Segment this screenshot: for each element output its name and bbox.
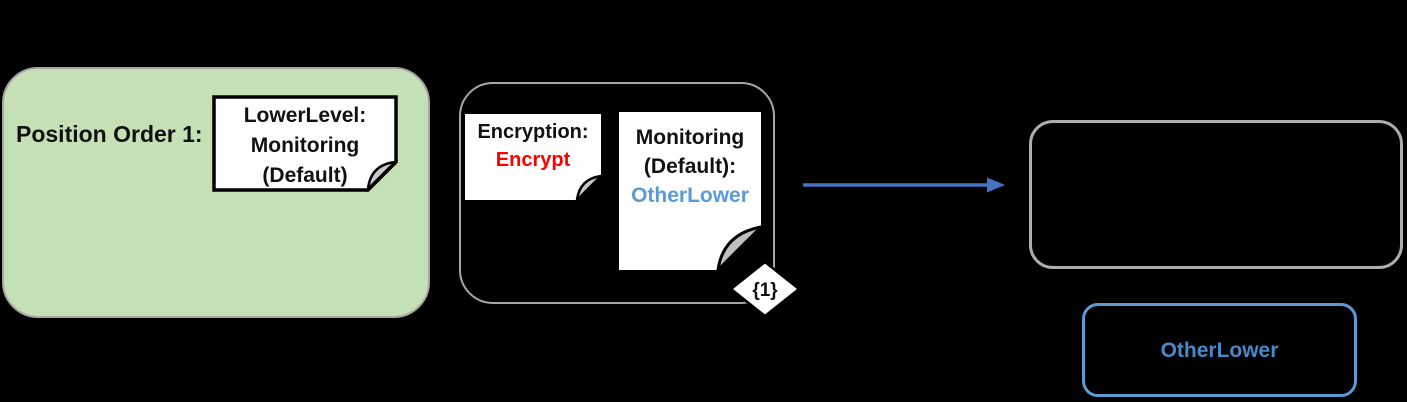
folded-note-shape-icon: [463, 112, 603, 202]
note-line: (Default):: [643, 155, 737, 178]
monitoring-note: Monitoring (Default): OtherLower: [617, 110, 763, 272]
folded-note-shape-icon: [212, 95, 398, 192]
right-arrow-icon: [803, 177, 1005, 193]
note-line: Encryption:: [477, 121, 589, 143]
note-line: Monitoring: [635, 126, 745, 149]
note-line: (Default): [262, 164, 348, 187]
badge-label: {1}: [752, 280, 778, 301]
note-value: OtherLower: [631, 184, 749, 207]
lowerlevel-note: LowerLevel: Monitoring (Default): [212, 95, 398, 192]
result-group: [1029, 120, 1403, 269]
encryption-note-text: Encryption: Encrypt: [463, 118, 603, 174]
folded-note-shape-icon: [617, 110, 763, 272]
encryption-note: Encryption: Encrypt: [463, 112, 603, 202]
note-line: Monitoring: [250, 134, 360, 157]
note-line: LowerLevel:: [243, 104, 367, 127]
position-order-label: Position Order 1:: [16, 121, 203, 147]
monitoring-note-text: Monitoring (Default): OtherLower: [617, 123, 763, 210]
annotation-diamond-badge: {1}: [729, 260, 801, 318]
note-value: Encrypt: [495, 149, 571, 171]
encryption-monitoring-group: [459, 82, 775, 304]
lowerlevel-note-text: LowerLevel: Monitoring (Default): [212, 101, 398, 191]
diamond-shape-icon: [729, 260, 801, 318]
otherlower-box: OtherLower: [1082, 303, 1357, 397]
otherlower-label: OtherLower: [1160, 338, 1279, 362]
